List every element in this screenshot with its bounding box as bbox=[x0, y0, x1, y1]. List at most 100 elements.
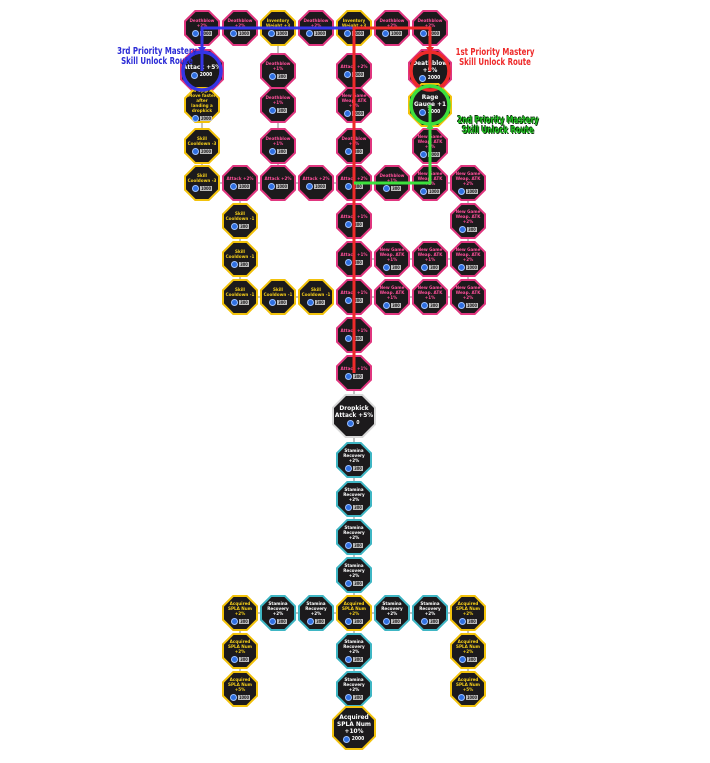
skill-node[interactable]: New Game Weap. ATK +2%1000 bbox=[450, 241, 486, 277]
skill-node-label: Skill Cooldown -3 bbox=[187, 137, 217, 147]
skill-node-label: Attack +2% bbox=[302, 176, 330, 182]
mastery-point-icon bbox=[231, 299, 239, 306]
skill-node-cost: 1000 bbox=[305, 30, 326, 37]
mastery-point-icon bbox=[421, 263, 429, 271]
skill-node-label: Acquired SPLA Num +5% bbox=[456, 677, 480, 693]
mastery-point-icon bbox=[231, 261, 239, 268]
cost-amount: 1000 bbox=[237, 31, 250, 36]
cost-amount: 2000 bbox=[199, 115, 212, 121]
cost-amount: 300 bbox=[277, 618, 287, 624]
skill-node[interactable]: Stamina Recovery +2%300 bbox=[336, 633, 372, 669]
skill-node[interactable]: Stamina Recovery +2%300 bbox=[336, 671, 372, 707]
skill-node-cost: 300 bbox=[459, 655, 477, 663]
skill-node-cost: 300 bbox=[459, 617, 477, 625]
cost-amount: 300 bbox=[391, 186, 401, 191]
mastery-point-icon bbox=[419, 30, 427, 37]
skill-node[interactable]: Attack +2%1000 bbox=[298, 165, 334, 201]
skill-node[interactable]: Stamina Recovery +2%300 bbox=[336, 481, 372, 517]
cost-amount: 300 bbox=[277, 74, 287, 79]
node-background bbox=[452, 635, 484, 667]
cost-amount: 1000 bbox=[351, 71, 364, 77]
skill-node-label: Stamina Recovery +2% bbox=[343, 487, 365, 503]
skill-node-label: Stamina Recovery +2% bbox=[419, 601, 441, 617]
skill-node-cost: 1000 bbox=[267, 30, 288, 37]
mastery-point-icon bbox=[421, 301, 429, 309]
skill-node-cost: 300 bbox=[231, 299, 249, 306]
cost-amount: 300 bbox=[353, 335, 363, 341]
skill-node[interactable]: Acquired SPLA Num +10%2000 bbox=[332, 706, 376, 750]
skill-node-cost: 300 bbox=[231, 617, 249, 625]
cost-amount: 1000 bbox=[237, 694, 250, 700]
cost-amount: 300 bbox=[467, 618, 477, 624]
mastery-point-icon bbox=[191, 185, 199, 192]
skill-node-cost: 300 bbox=[269, 299, 287, 306]
skill-node-cost: 300 bbox=[421, 263, 439, 271]
node-background bbox=[338, 635, 370, 667]
node-background bbox=[338, 673, 370, 705]
skill-node-cost: 2000 bbox=[191, 114, 212, 122]
mastery-point-icon bbox=[345, 220, 353, 228]
skill-node[interactable]: Stamina Recovery +2%300 bbox=[260, 595, 296, 631]
cost-amount: 300 bbox=[277, 108, 287, 113]
skill-node-label: New Game Weap. ATK +2% bbox=[417, 171, 443, 187]
skill-node-label: Skill Cooldown -1 bbox=[225, 250, 255, 260]
cost-amount: 1000 bbox=[427, 151, 440, 157]
cost-amount: 2000 bbox=[199, 71, 213, 78]
skill-node[interactable]: Acquired SPLA Num +2%300 bbox=[222, 633, 258, 669]
cost-amount: 300 bbox=[353, 183, 363, 189]
skill-node[interactable]: New Game Weap. ATK +2%300 bbox=[450, 203, 486, 239]
skill-node[interactable]: Acquired SPLA Num +2%300 bbox=[336, 595, 372, 631]
skill-node-cost: 2000 bbox=[418, 109, 442, 116]
mastery-point-icon bbox=[343, 30, 351, 37]
skill-node[interactable]: Stamina Recovery +2%300 bbox=[336, 519, 372, 555]
cost-amount: 300 bbox=[315, 300, 325, 305]
node-background bbox=[224, 673, 256, 705]
skill-node-cost: 2000 bbox=[343, 109, 364, 117]
skill-node[interactable]: Stamina Recovery +2%300 bbox=[374, 595, 410, 631]
skill-node[interactable]: Acquired SPLA Num +5%1000 bbox=[222, 671, 258, 707]
skill-node-label: Stamina Recovery +2% bbox=[343, 563, 365, 579]
skill-node[interactable]: Acquired SPLA Num +2%300 bbox=[222, 595, 258, 631]
skill-node[interactable]: Stamina Recovery +2%300 bbox=[298, 595, 334, 631]
mastery-point-icon bbox=[343, 70, 351, 78]
mastery-point-icon bbox=[383, 185, 391, 192]
skill-node[interactable]: New Game Weap. ATK +2%1000 bbox=[450, 165, 486, 201]
skill-node[interactable]: Deathblow +1%300 bbox=[260, 128, 296, 164]
skill-node-cost: 300 bbox=[269, 107, 287, 114]
skill-node[interactable]: Stamina Recovery +2%300 bbox=[336, 557, 372, 593]
node-background bbox=[338, 444, 370, 476]
skill-node[interactable]: Attack +2%1000 bbox=[222, 165, 258, 201]
skill-node[interactable]: New Game Weap. ATK +2%1000 bbox=[450, 279, 486, 315]
skill-node-label: New Game Weap. ATK +2% bbox=[417, 134, 443, 150]
node-background bbox=[262, 167, 294, 199]
skill-node[interactable]: Stamina Recovery +2%300 bbox=[412, 595, 448, 631]
mastery-point-icon bbox=[267, 182, 275, 190]
skill-node-cost: 300 bbox=[345, 617, 363, 625]
skill-node[interactable]: Deathblow +1%300 bbox=[260, 87, 296, 123]
node-background bbox=[224, 635, 256, 667]
skill-node[interactable]: Stamina Recovery +2%300 bbox=[336, 442, 372, 478]
skill-node[interactable]: Acquired SPLA Num +2%300 bbox=[450, 595, 486, 631]
skill-node-label: Skill Upgrade Move faster after landing … bbox=[186, 88, 218, 114]
node-background bbox=[224, 243, 256, 275]
skill-node-cost: 1000 bbox=[457, 693, 478, 701]
mastery-point-icon bbox=[345, 579, 353, 587]
skill-node[interactable]: Dropkick Attack +5%0 bbox=[332, 394, 376, 438]
skill-node[interactable]: Attack +2%1000 bbox=[260, 165, 296, 201]
skill-node-cost: 300 bbox=[269, 73, 287, 80]
third-priority-route-label: 3rd Priority Mastery Skill Unlock Route bbox=[117, 46, 197, 67]
node-background bbox=[334, 396, 374, 436]
skill-node[interactable]: Acquired SPLA Num +5%1000 bbox=[450, 671, 486, 707]
node-background bbox=[262, 281, 294, 313]
skill-node-label: Deathblow +1% bbox=[379, 174, 405, 184]
skill-node[interactable]: Skill Upgrade Move faster after landing … bbox=[184, 87, 220, 123]
mastery-point-icon bbox=[383, 617, 391, 625]
skill-node[interactable]: Acquired SPLA Num +2%300 bbox=[450, 633, 486, 669]
